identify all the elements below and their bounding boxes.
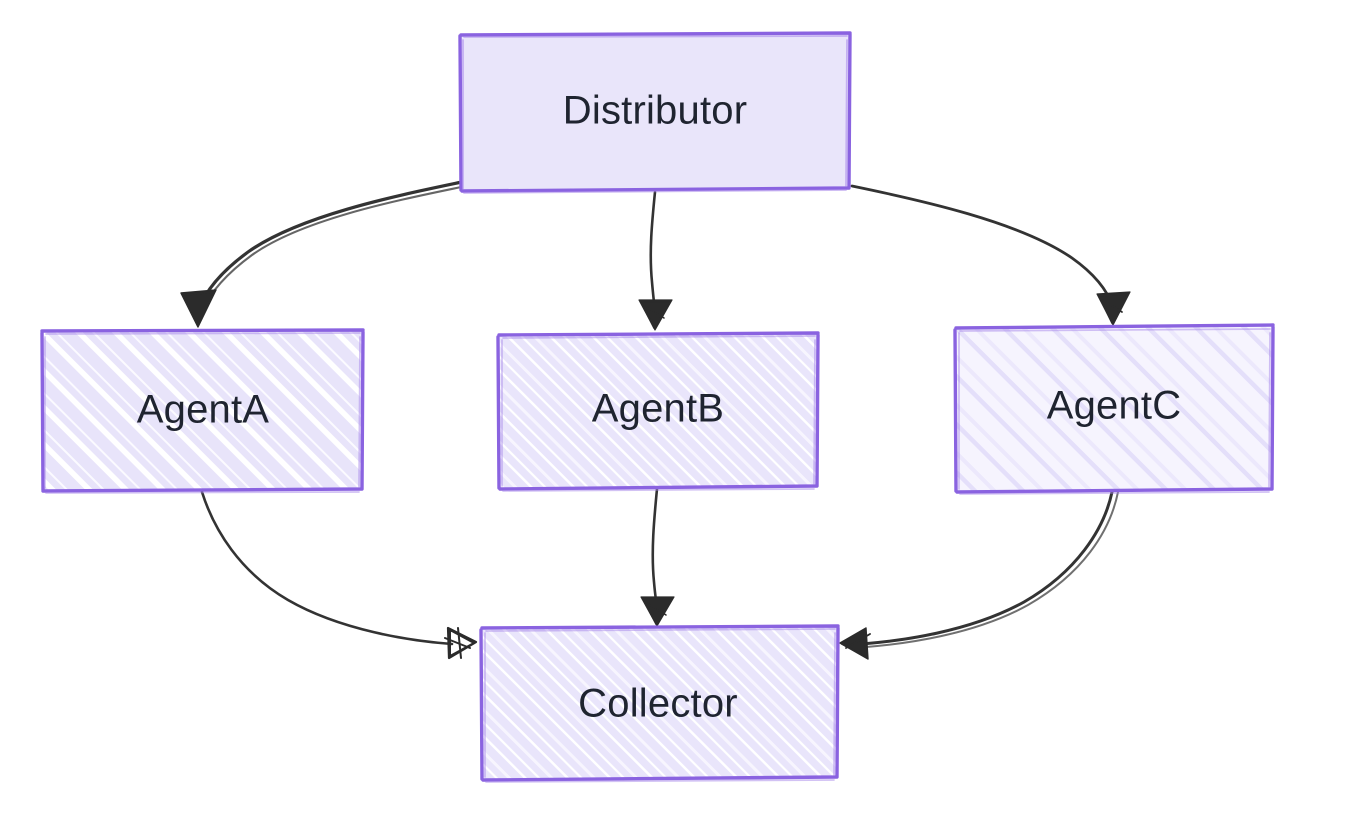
node-label-agentA: AgentA: [137, 388, 270, 432]
edge-distributor-to-agentA[interactable]: [180, 180, 468, 328]
node-shape-outline: [953, 323, 1275, 494]
edge-agentB-to-collector[interactable]: [640, 487, 675, 627]
node-shape-fill: [500, 333, 818, 488]
edge-distributor-to-agentC[interactable]: [850, 184, 1131, 326]
arrowhead-sketch-stroke: [642, 598, 673, 625]
node-label-distributor: Distributor: [563, 89, 747, 133]
arrowhead-sketch-stroke: [640, 301, 671, 329]
node-shape-fill: [483, 627, 838, 779]
edge-path: [200, 490, 454, 646]
edge-path: [197, 180, 464, 311]
node-shape-outline-sketch: [501, 335, 816, 492]
node-shape-outline-sketch: [484, 628, 836, 783]
edge-path: [651, 487, 659, 610]
arrowhead-sketch-stroke: [182, 291, 215, 326]
edge-path-sketch: [200, 184, 468, 313]
node-shape-fill: [957, 325, 1273, 491]
node-shape-outline: [496, 331, 820, 491]
node-shape-outline: [458, 31, 852, 193]
node-shape-fill: [43, 331, 363, 490]
node-shape-outline: [40, 328, 365, 493]
arrowhead-sketch-stroke: [841, 629, 871, 658]
node-collector[interactable]: Collector: [479, 624, 840, 783]
edge-layer: [180, 180, 1131, 660]
node-label-agentB: AgentB: [592, 387, 724, 431]
edge-path-sketch: [865, 491, 1119, 648]
edge-distributor-to-agentB[interactable]: [638, 190, 673, 331]
node-agentB[interactable]: AgentB: [496, 331, 820, 492]
edge-path: [649, 190, 657, 314]
node-shape-outline-sketch: [958, 328, 1271, 495]
edge-path: [850, 184, 1115, 309]
node-shape-outline-sketch: [44, 332, 361, 494]
node-agentA[interactable]: AgentA: [40, 328, 365, 494]
node-shape-outline: [479, 624, 840, 782]
edge-path: [860, 490, 1114, 646]
arrowhead-sketch-stroke: [1098, 293, 1129, 324]
node-shape-fill: [461, 33, 850, 190]
node-distributor[interactable]: Distributor: [458, 31, 852, 194]
edge-agentC-to-collector[interactable]: [839, 490, 1119, 660]
node-label-agentC: AgentC: [1047, 384, 1182, 428]
node-shape-outline-sketch: [462, 35, 848, 194]
arrowhead-sketch-stroke: [444, 627, 475, 659]
node-agentC[interactable]: AgentC: [953, 323, 1275, 495]
node-label-collector: Collector: [578, 682, 738, 726]
edge-agentA-to-collector[interactable]: [200, 490, 478, 660]
